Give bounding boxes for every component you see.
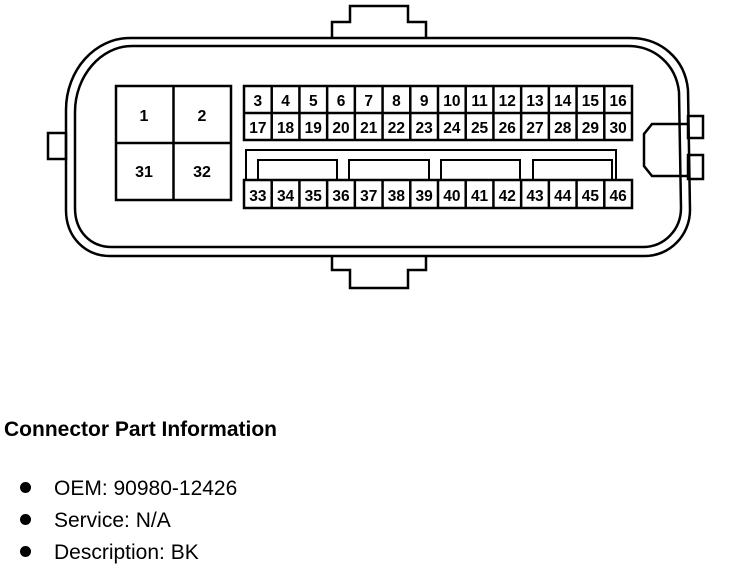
- right-tab-upper: [686, 114, 705, 140]
- pin-label-25: 25: [471, 120, 489, 137]
- pin-label-37: 37: [360, 188, 377, 205]
- connector-housing-outer: [64, 36, 692, 258]
- pin-label-4: 4: [281, 93, 290, 110]
- description-text: Description: BK: [54, 541, 199, 564]
- pin-label-15: 15: [582, 93, 600, 110]
- pin-label-12: 12: [499, 93, 516, 110]
- pin-label-13: 13: [526, 93, 544, 110]
- pin-label-6: 6: [337, 93, 346, 110]
- left-tab: [46, 131, 68, 161]
- pin-label-24: 24: [443, 120, 461, 137]
- pin-label-8: 8: [392, 93, 401, 110]
- bullet-icon: [20, 481, 31, 493]
- pin-label-7: 7: [364, 93, 373, 110]
- top-latch: [330, 4, 428, 38]
- bullet-icon: [20, 513, 31, 525]
- pin-label-35: 35: [305, 188, 323, 205]
- pin-label-40: 40: [443, 188, 460, 205]
- pin-label-39: 39: [416, 188, 434, 205]
- pin-label-14: 14: [554, 93, 572, 110]
- right-key: [642, 122, 688, 178]
- slot-key-4: [440, 159, 521, 180]
- pin-label-10: 10: [443, 93, 460, 110]
- slot-key-2: [257, 159, 338, 180]
- pin-label-29: 29: [582, 120, 600, 137]
- pin-label-36: 36: [332, 188, 350, 205]
- pin-label-17: 17: [249, 120, 266, 137]
- connector-housing-inner: [73, 44, 683, 249]
- pin-label-34: 34: [277, 188, 295, 205]
- info-item-service: Service: N/A: [20, 505, 237, 537]
- slot-key-5: [532, 159, 613, 180]
- bullet-icon: [20, 545, 31, 557]
- pin-label-42: 42: [499, 188, 516, 205]
- pin-label-28: 28: [554, 120, 572, 137]
- right-tab-lower: [686, 153, 705, 181]
- pin-label-45: 45: [582, 188, 600, 205]
- pin-label-41: 41: [471, 188, 489, 205]
- pin-label-30: 30: [610, 120, 627, 137]
- pin-label-5: 5: [309, 93, 318, 110]
- pin-label-22: 22: [388, 120, 405, 137]
- pin-label-11: 11: [471, 93, 488, 110]
- pin-label-1: 1: [140, 108, 149, 125]
- info-list: OEM: 90980-12426 Service: N/A Descriptio…: [20, 473, 237, 569]
- pin-label-21: 21: [360, 120, 378, 137]
- pin-label-33: 33: [249, 188, 267, 205]
- pin-label-23: 23: [416, 120, 434, 137]
- pin-label-20: 20: [332, 120, 349, 137]
- bottom-latch: [330, 256, 428, 290]
- info-item-oem: OEM: 90980-12426: [20, 473, 237, 505]
- info-item-description: Description: BK: [20, 537, 237, 569]
- slot-key-3: [348, 159, 430, 180]
- slot-key-1: [245, 149, 617, 180]
- info-title: Connector Part Information: [4, 418, 278, 441]
- pin-label-43: 43: [526, 188, 544, 205]
- pin-label-19: 19: [305, 120, 323, 137]
- pin-label-18: 18: [277, 120, 295, 137]
- pin-label-38: 38: [388, 188, 406, 205]
- pin-label-26: 26: [499, 120, 517, 137]
- pin-label-32: 32: [193, 164, 211, 181]
- pin-label-46: 46: [610, 188, 628, 205]
- pin-label-31: 31: [135, 164, 153, 181]
- pin-label-16: 16: [610, 93, 628, 110]
- pin-label-9: 9: [420, 93, 429, 110]
- oem-text: OEM: 90980-12426: [54, 477, 238, 500]
- service-text: Service: N/A: [54, 509, 171, 532]
- pin-label-2: 2: [198, 108, 207, 125]
- pin-label-3: 3: [254, 93, 263, 110]
- pin-label-44: 44: [554, 188, 572, 205]
- pin-label-27: 27: [526, 120, 543, 137]
